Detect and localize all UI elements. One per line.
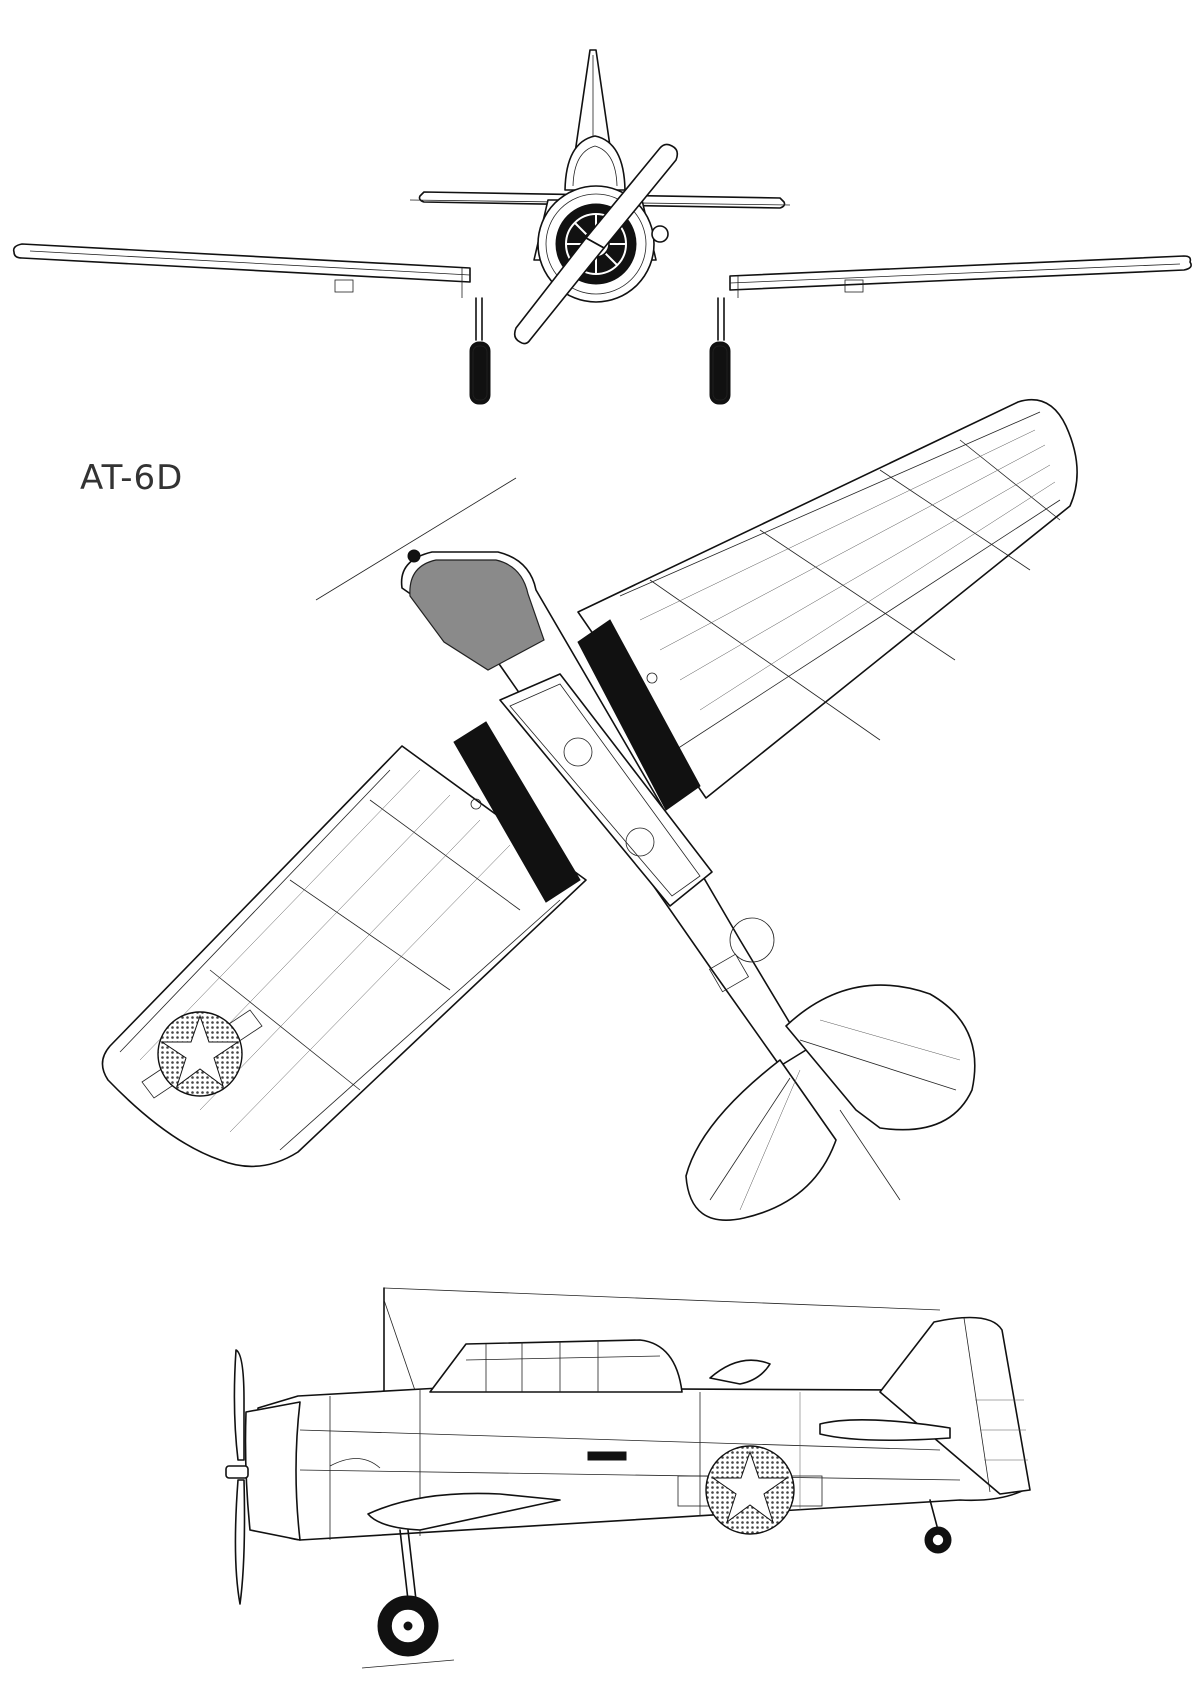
plan-cockpit xyxy=(499,673,713,907)
plan-access-panel xyxy=(708,953,750,993)
plan-wing-insignia xyxy=(141,1009,263,1099)
aircraft-designation: AT-6D xyxy=(80,458,184,498)
plan-wing-marker-r xyxy=(646,672,658,684)
plan-fuselage-insignia xyxy=(729,917,775,963)
plan-view xyxy=(101,398,1078,1221)
front-left-gear xyxy=(469,297,491,405)
plan-antenna-line xyxy=(315,477,517,601)
plan-front-seat xyxy=(563,737,593,767)
side-cowling xyxy=(244,1401,301,1541)
front-wing xyxy=(12,243,471,283)
side-main-gear xyxy=(377,1529,439,1657)
plan-walkway-right xyxy=(577,619,701,811)
plan-wing-marker-l xyxy=(470,798,482,810)
side-tailplane xyxy=(819,1419,951,1442)
plan-cowling-panel xyxy=(409,559,545,671)
side-ground-line xyxy=(361,1659,455,1669)
side-view xyxy=(225,1287,1031,1669)
front-canopy xyxy=(564,135,626,191)
plan-tailplane-left xyxy=(685,1059,837,1221)
side-exhaust xyxy=(587,1451,627,1461)
side-fin xyxy=(879,1316,1031,1495)
side-cowl-vent xyxy=(329,1458,381,1469)
side-canopy xyxy=(429,1339,683,1393)
front-view xyxy=(12,49,1192,405)
front-exhaust xyxy=(651,225,669,243)
side-dorsal-antenna xyxy=(709,1359,771,1385)
side-fuselage-insignia xyxy=(677,1445,823,1535)
side-spinner xyxy=(225,1465,249,1479)
plan-walkway-left xyxy=(453,721,581,903)
front-wing-panel-r xyxy=(844,279,864,293)
plan-rear-seat xyxy=(625,827,655,857)
plan-wing-right xyxy=(577,398,1078,799)
side-antenna-wire xyxy=(383,1287,941,1311)
plan-spinner xyxy=(407,549,421,563)
side-tail-wheel xyxy=(924,1499,952,1554)
plan-tailplane-right xyxy=(785,984,976,1131)
front-wing-panel-l xyxy=(334,279,354,293)
plan-rudder-tip xyxy=(839,1109,901,1201)
front-right-gear xyxy=(709,297,731,405)
side-propeller xyxy=(233,1349,245,1461)
side-wing xyxy=(367,1492,561,1531)
